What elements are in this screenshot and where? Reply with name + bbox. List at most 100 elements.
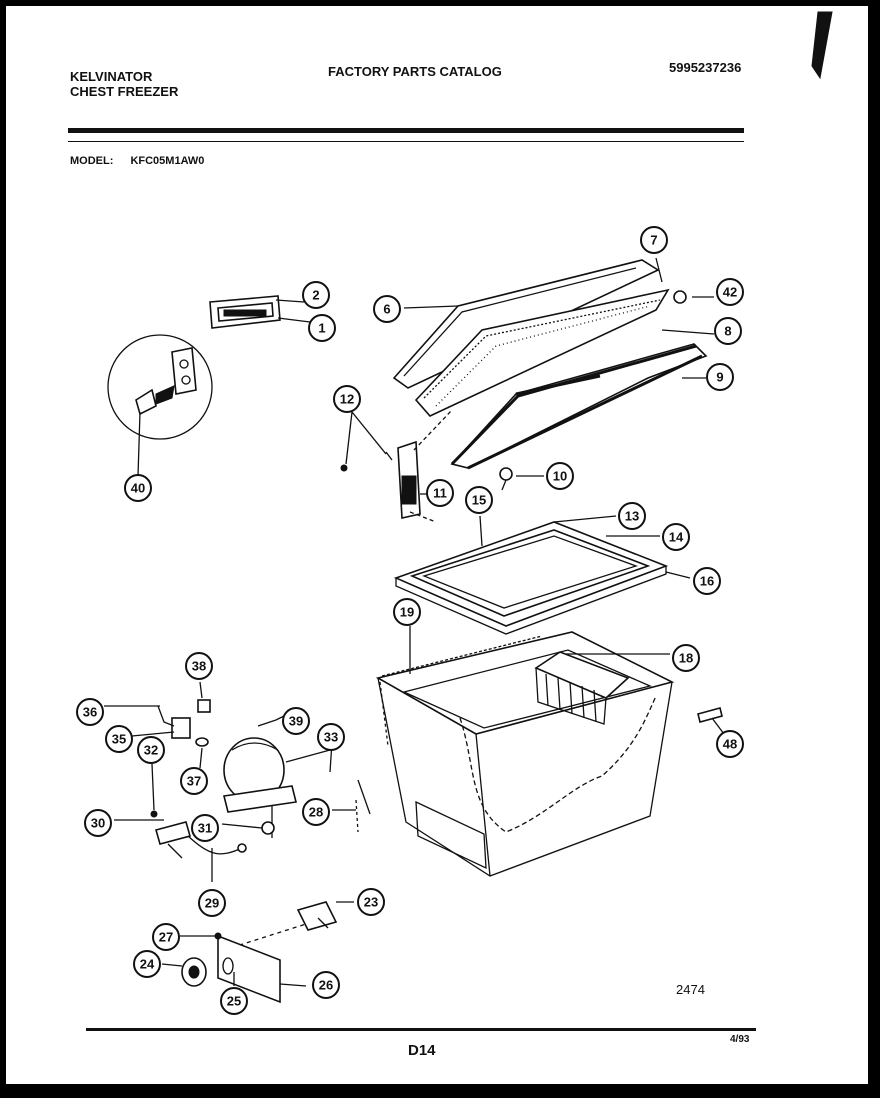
callout-30: 30 [84,809,112,837]
drier-part [357,779,371,815]
basket-part [534,651,630,725]
thermostat-detail [107,334,213,440]
callout-13: 13 [618,502,646,530]
model-number: KFC05M1AW0 [130,155,205,167]
brand-name: KELVINATOR [70,69,153,84]
svg-text:18: 18 [679,651,693,666]
leader-lines [104,257,725,987]
svg-text:42: 42 [723,285,737,300]
callout-10: 10 [546,462,574,490]
callout-9: 9 [706,363,734,391]
page-code: D14 [408,1042,436,1059]
callout-42: 42 [716,278,744,306]
svg-text:14: 14 [669,530,684,545]
product-type: CHEST FREEZER [70,84,179,99]
exploded-parts-diagram: 2 1 6 7 42 8 9 10 12 11 15 13 14 16 19 1… [76,11,833,1015]
compressor-part [223,737,331,838]
header-rule-thick [68,128,744,133]
callout-37: 37 [180,767,208,795]
callout-32: 31 [191,814,219,842]
model-line: MODEL: KFC05M1AW0 [70,155,204,167]
callout-31: 32 [137,736,165,764]
callout-38: 38 [185,652,213,680]
control-housing-part [209,295,281,329]
callout-24: 24 [133,950,161,978]
svg-text:16: 16 [700,574,714,589]
svg-text:15: 15 [472,493,486,508]
svg-text:10: 10 [553,469,567,484]
callout-16: 16 [693,567,721,595]
callout-11: 11 [426,479,454,507]
svg-text:32: 32 [144,743,158,758]
svg-text:37: 37 [187,774,201,789]
svg-text:31: 31 [198,821,212,836]
cover-plate-part [181,932,281,1004]
bracket-part [150,810,247,859]
callout-25: 25 [220,987,248,1015]
svg-text:38: 38 [192,659,206,674]
callout-40: 40 [124,474,152,502]
catalog-number: 5995237236 [669,60,742,75]
callout-18: 18 [672,644,700,672]
svg-text:12: 12 [340,392,354,407]
svg-text:30: 30 [91,816,105,831]
callout-35: 35 [105,725,133,753]
clamp-part [261,821,275,835]
svg-text:48: 48 [723,737,737,752]
svg-text:28: 28 [309,805,323,820]
svg-text:1: 1 [318,321,325,336]
svg-text:39: 39 [289,714,303,729]
svg-text:11: 11 [433,486,447,501]
svg-text:23: 23 [364,895,378,910]
svg-text:36: 36 [83,705,97,720]
drawing-number: 2474 [676,982,705,997]
callout-1: 1 [308,314,336,342]
power-plug-part [223,901,338,951]
svg-text:9: 9 [716,370,723,385]
svg-text:19: 19 [400,605,414,620]
callout-12: 12 [333,385,361,413]
callout-27: 27 [152,923,180,951]
svg-text:35: 35 [112,732,126,747]
clip-part [697,707,723,723]
callout-15: 15 [465,486,493,514]
cabinet-part [375,631,675,877]
svg-text:27: 27 [159,930,173,945]
corner-mark [811,11,833,80]
svg-text:7: 7 [650,233,657,248]
callout-8: 8 [714,317,742,345]
svg-text:25: 25 [227,994,241,1009]
breaker-frame-part [393,521,669,635]
callout-7: 7 [640,226,668,254]
callout-28: 28 [302,798,330,826]
svg-text:26: 26 [319,978,333,993]
hinge-part [340,409,453,523]
svg-text:13: 13 [625,509,639,524]
callout-6: 6 [373,295,401,323]
svg-text:24: 24 [140,957,155,972]
callout-26: 26 [312,971,340,999]
callout-14: 14 [662,523,690,551]
callout-23: 23 [357,888,385,916]
header-rule-thin [68,141,744,142]
model-label: MODEL: [70,155,114,167]
catalog-title: FACTORY PARTS CATALOG [328,64,502,79]
date-code: 4/93 [730,1034,750,1045]
parts-catalog-sheet: KELVINATOR CHEST FREEZER FACTORY PARTS C… [6,6,868,1084]
brand-header: KELVINATOR CHEST FREEZER [70,69,178,99]
callout-2: 2 [302,281,330,309]
cap-part [673,290,687,304]
svg-text:2: 2 [312,288,319,303]
grommet-part [195,737,209,747]
svg-text:33: 33 [324,730,338,745]
callout-48: 48 [716,730,744,758]
relay-part [157,699,211,739]
svg-text:6: 6 [383,302,390,317]
callout-19: 19 [393,598,421,626]
wire-part [257,719,277,727]
lid-gasket-part [450,343,708,470]
footer-rule [86,1028,756,1031]
svg-text:40: 40 [131,481,145,496]
callout-39: 39 [282,707,310,735]
svg-text:29: 29 [205,896,219,911]
